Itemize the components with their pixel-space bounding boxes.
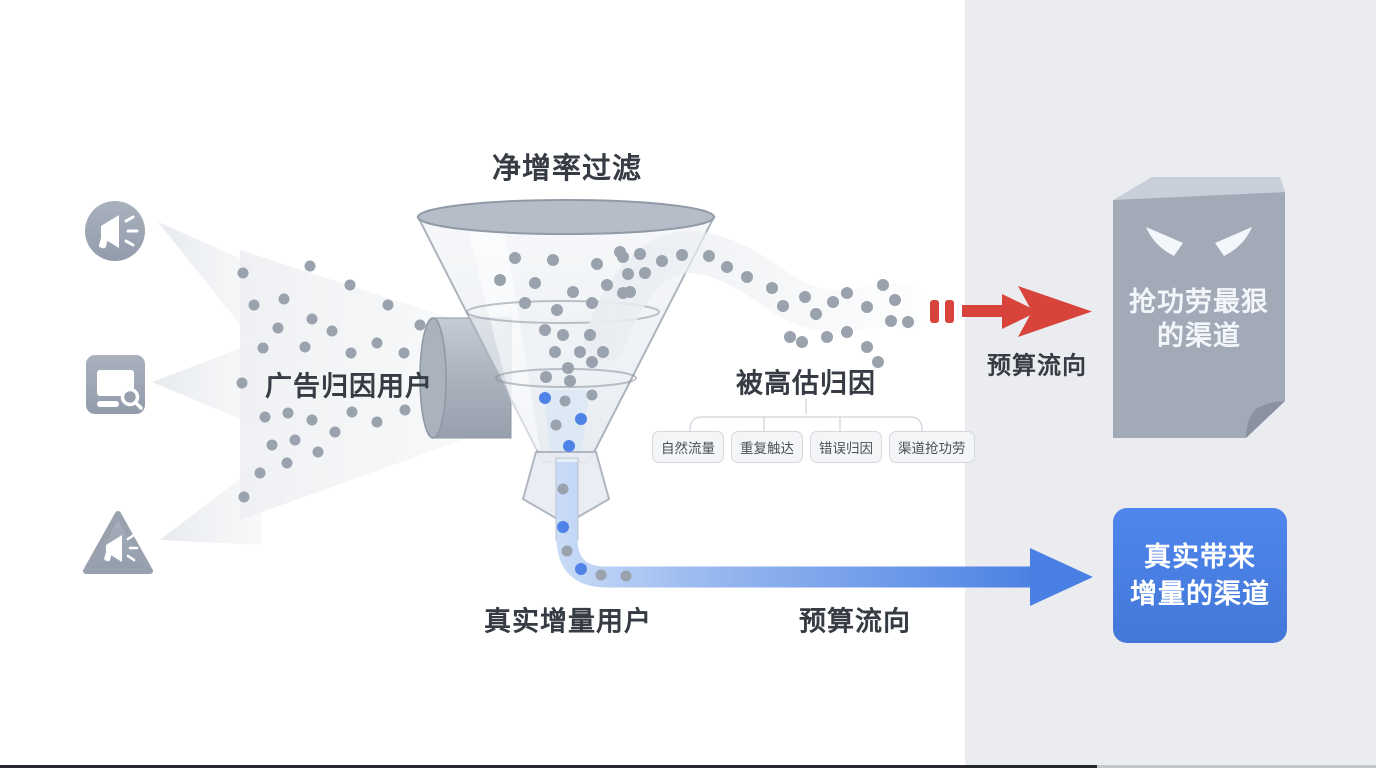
beam-bottom — [160, 462, 262, 545]
tag-wrong-attribution: 错误归因 — [810, 431, 882, 463]
beam-middle — [152, 340, 262, 428]
bad-channel-label: 抢功劳最狠 的渠道 — [1129, 285, 1269, 353]
good-channel-box: 真实带来 增量的渠道 — [1113, 508, 1287, 643]
good-channel-line1: 真实带来 — [1144, 541, 1256, 572]
label-budget-flow-top: 预算流向 — [987, 352, 1087, 380]
bottom-edge-bar — [0, 765, 1097, 768]
funnel-rim — [417, 199, 715, 235]
bad-channel-slab — [1113, 177, 1285, 438]
megaphone-triangle-icon — [83, 511, 153, 574]
bottom-edge-bar-right — [1097, 765, 1376, 768]
angry-eye-left — [1146, 227, 1183, 256]
escaping-dots — [614, 246, 914, 368]
megaphone-circle-icon — [85, 201, 145, 261]
attribution-tags: 自然流量 重复触达 错误归因 渠道抢功劳 — [652, 431, 975, 463]
label-ad-attributed-users: 广告归因用户 — [265, 371, 433, 402]
label-budget-flow-bottom: 预算流向 — [799, 606, 911, 637]
tag-natural-traffic: 自然流量 — [652, 431, 724, 463]
true-increment-stream — [556, 462, 1093, 606]
red-budget-arrow — [930, 286, 1092, 337]
tag-channel-credit-grab: 渠道抢功劳 — [889, 431, 975, 463]
tags-connector — [689, 399, 923, 441]
funnel-level-1 — [466, 300, 660, 324]
spout-dots — [550, 389, 632, 582]
funnel-dots — [494, 251, 634, 387]
true-user-dots — [539, 392, 587, 575]
good-channel-line2: 增量的渠道 — [1130, 578, 1270, 609]
dots-cloud-background — [240, 250, 462, 520]
diagram-title: 净增率过滤 — [491, 153, 643, 185]
beam-top — [158, 222, 262, 352]
label-true-incremental-users: 真实增量用户 — [484, 606, 652, 637]
inlet-pipe — [419, 317, 512, 439]
source-beams — [152, 222, 462, 545]
bad-channel-line2: 的渠道 — [1157, 321, 1241, 351]
tag-repeat-reach: 重复触达 — [731, 431, 803, 463]
blue-arrowhead — [1030, 548, 1093, 606]
bad-channel-line1: 抢功劳最狠 — [1129, 287, 1269, 317]
monitor-search-icon — [86, 355, 145, 414]
angry-eye-right — [1215, 227, 1252, 256]
label-overestimated-attribution: 被高估归因 — [736, 368, 876, 399]
